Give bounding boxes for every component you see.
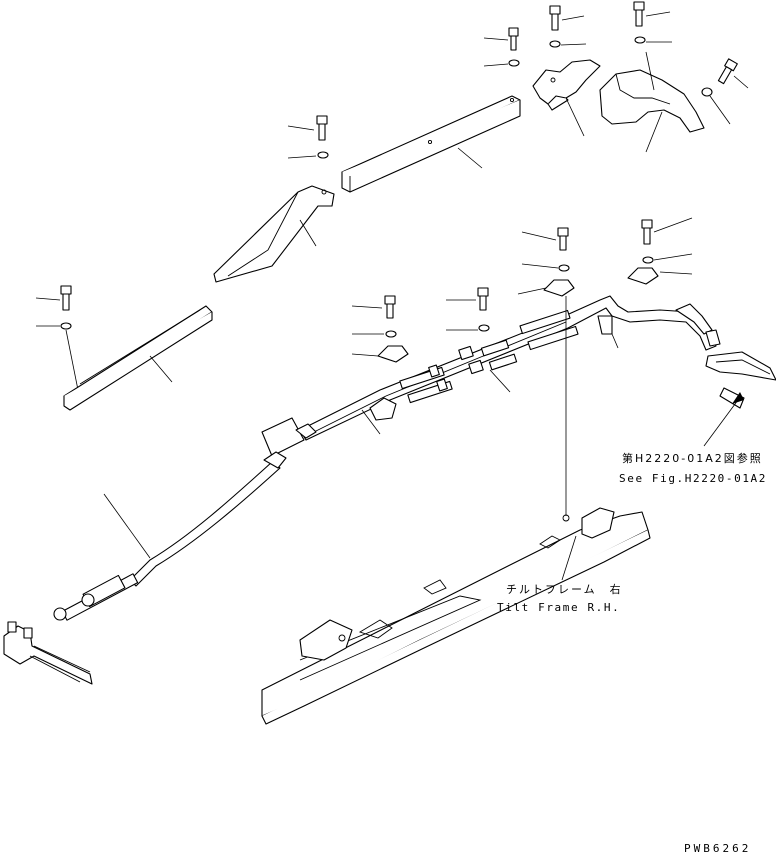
valve-block [3, 621, 93, 685]
drawing-code: PWB6262 [684, 842, 752, 855]
bolt-icon [641, 219, 653, 245]
clamp [627, 267, 659, 285]
washer-icon [634, 36, 646, 44]
bolt-icon [60, 285, 72, 311]
washer-icon [558, 264, 570, 272]
bolt-icon [549, 5, 561, 31]
angled-bracket [213, 185, 335, 283]
washer-icon [385, 330, 397, 338]
tilt-frame-label-en: Tilt Frame R.H. [497, 601, 621, 614]
tilt-frame-label-jp: チルトフレーム 右 [506, 583, 623, 596]
cover-plate-left [63, 305, 213, 411]
arrow-icon [732, 392, 744, 404]
clamp [377, 345, 409, 363]
hose-fitting [399, 364, 453, 404]
bracket-hook [532, 59, 601, 111]
hydraulic-pipe [299, 295, 717, 441]
clamp [369, 397, 397, 421]
figure-reference-jp: 第H2220-01A2図参照 [622, 452, 763, 465]
bolt-icon [316, 115, 328, 141]
bolt-icon [717, 58, 738, 85]
bolt-icon [384, 295, 396, 319]
bent-pipe [675, 303, 776, 409]
washer-icon [701, 87, 713, 97]
clamp [543, 279, 575, 297]
connector-fitting [458, 339, 518, 375]
washer-icon [508, 59, 520, 67]
figure-reference-en: See Fig.H2220-01A2 [619, 472, 768, 485]
guard-plate [599, 69, 705, 133]
washer-icon [317, 151, 329, 159]
washer-icon [642, 256, 654, 264]
bolt-icon [557, 227, 569, 251]
bolt-icon [508, 27, 519, 51]
flexible-hose [53, 417, 317, 621]
bolt-icon [477, 287, 489, 311]
tilt-frame-rh [261, 507, 651, 725]
washer-icon [60, 322, 72, 330]
cover-plate-upper [341, 95, 521, 193]
bolt-icon [633, 1, 645, 27]
hose-fitting [519, 309, 579, 351]
washer-icon [478, 324, 490, 332]
washer-icon [549, 40, 561, 48]
